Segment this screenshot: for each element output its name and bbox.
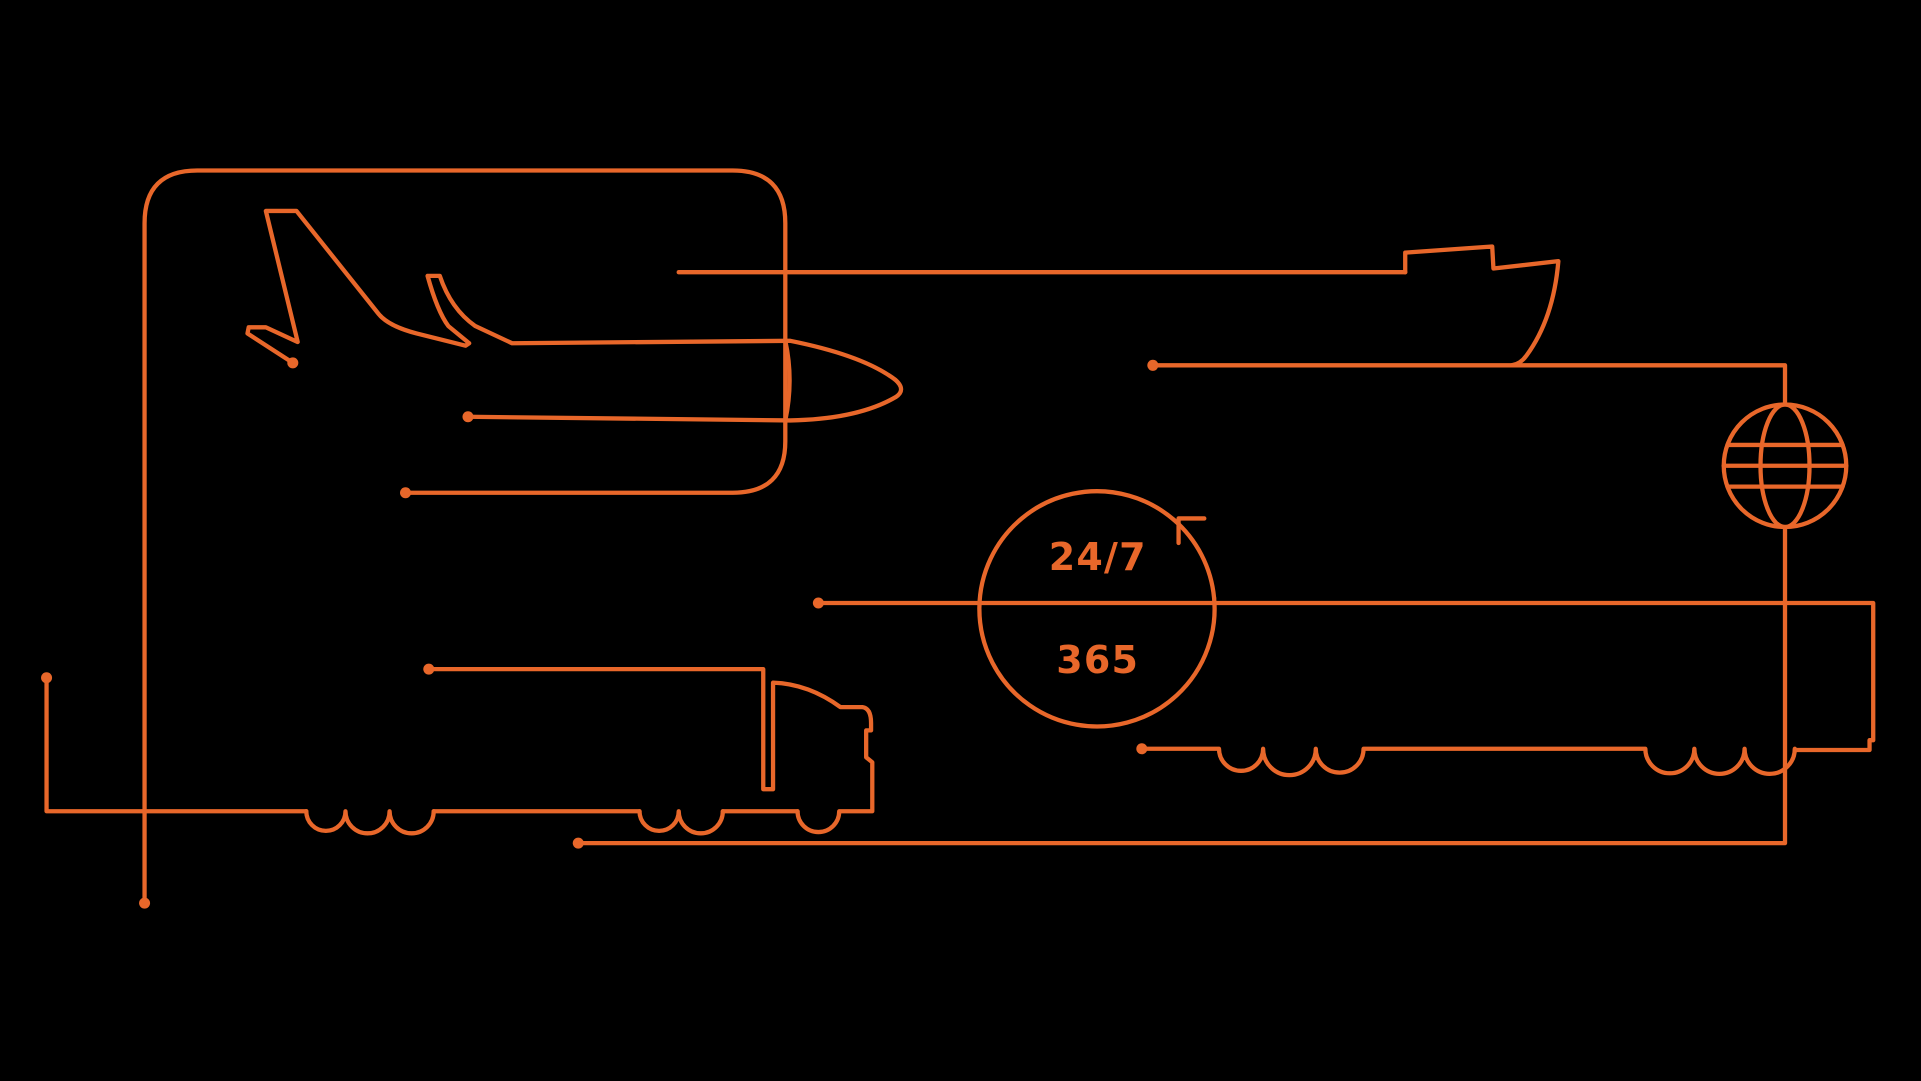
middle-route-line: [816, 600, 1876, 753]
endpoint-dots: [41, 357, 1159, 909]
ship-icon: [1403, 244, 1561, 368]
days-label: 365: [1056, 638, 1139, 682]
truck-icon: [304, 666, 875, 814]
globe-icon: [1721, 402, 1849, 530]
left-route-line: [44, 675, 309, 814]
clock-cycle-icon: 24/7 365: [977, 489, 1217, 729]
network-lines: [44, 168, 1876, 906]
train-icon: [1139, 746, 1797, 778]
frame-line: [142, 168, 788, 906]
truck-wheels: [304, 809, 842, 836]
globe-down-line: [576, 526, 1788, 846]
globe-route-line: [1150, 363, 1788, 406]
hours-label: 24/7: [1049, 535, 1147, 579]
airplane-icon: [245, 208, 904, 423]
